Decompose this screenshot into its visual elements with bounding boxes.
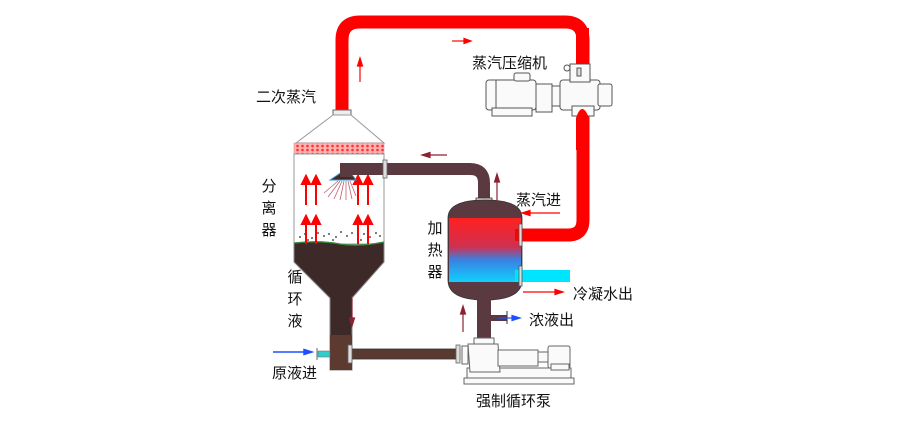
label-compressor: 蒸汽压缩机 bbox=[472, 54, 548, 72]
flow-arrows bbox=[273, 37, 566, 356]
return-pipe-flange bbox=[382, 159, 388, 179]
arrow-feed-in bbox=[273, 348, 315, 356]
label-steam-in: 蒸汽进 bbox=[516, 191, 562, 209]
compressor-motor bbox=[485, 79, 537, 111]
compressor-steam-inlet bbox=[576, 28, 589, 64]
arrow-concentrate-out bbox=[498, 314, 523, 322]
label-pump: 强制循环泵 bbox=[476, 392, 552, 410]
arrow-condensate-out bbox=[523, 288, 566, 296]
condensate-outlet-pipe bbox=[515, 270, 570, 282]
label-feed-in: 原液进 bbox=[272, 364, 318, 382]
secondary-steam-pipe bbox=[335, 15, 590, 242]
label-secondary-steam: 二次蒸汽 bbox=[256, 88, 317, 106]
separator-top-flange bbox=[332, 109, 352, 116]
arrow-leg-down bbox=[348, 298, 356, 329]
arrow-steam-up bbox=[356, 55, 364, 82]
label-separator: 分离器 bbox=[261, 177, 277, 239]
label-concentrate-out: 浓液出 bbox=[529, 311, 575, 329]
heater-bottom-pipe bbox=[477, 298, 491, 338]
steam-compressor bbox=[485, 63, 613, 117]
arrow-return-left bbox=[419, 151, 447, 159]
heater-steam-inlet bbox=[515, 229, 555, 241]
label-circulating-liquid: 循环液 bbox=[287, 268, 303, 330]
demister-pad bbox=[293, 142, 385, 155]
arrow-steam-top bbox=[452, 37, 473, 45]
arrow-steam-in bbox=[519, 209, 560, 217]
label-heater: 加热器 bbox=[427, 219, 443, 281]
label-condensate-out: 冷凝水出 bbox=[573, 285, 634, 303]
circulation-pump bbox=[461, 337, 575, 385]
separator-vessel bbox=[293, 114, 386, 371]
arrow-heater-up bbox=[493, 171, 501, 202]
arrow-pump-up bbox=[459, 303, 467, 332]
feed-inlet-pipe bbox=[317, 350, 331, 358]
pump-suction-pipe bbox=[351, 348, 461, 360]
heater-vessel bbox=[447, 199, 523, 301]
recirculation-return-pipe bbox=[340, 163, 490, 200]
rising-vapor-arrows bbox=[300, 173, 374, 244]
